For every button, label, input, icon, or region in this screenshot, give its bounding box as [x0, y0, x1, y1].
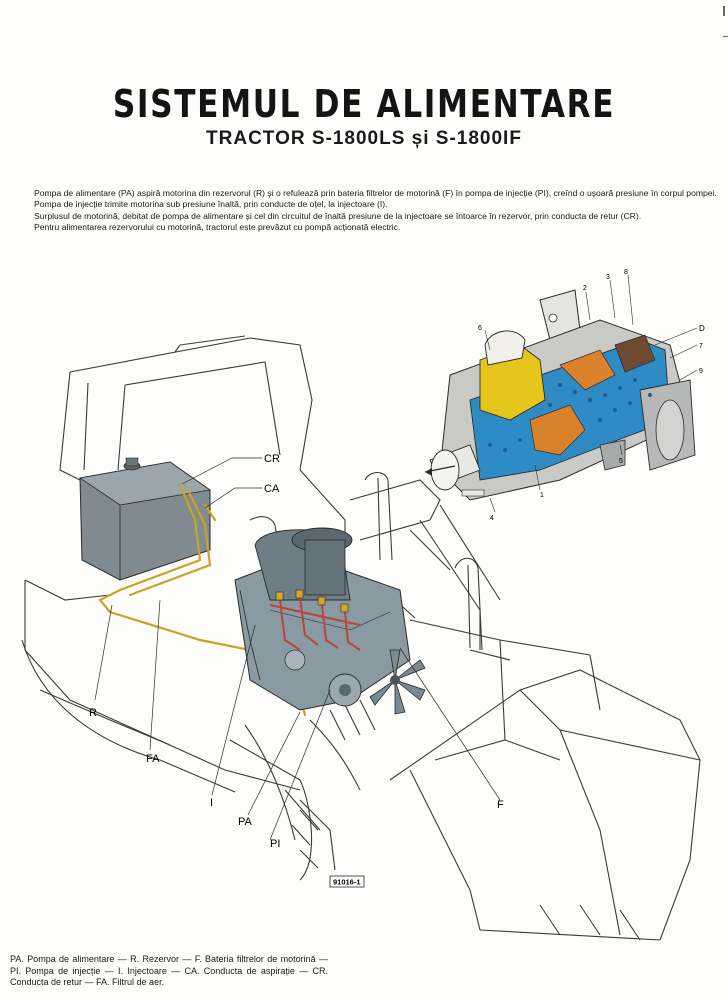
pump-label-9: 9	[699, 368, 703, 375]
intro-text: Pompa de alimentare (PA) aspiră motorina…	[6, 188, 720, 234]
figure-code: 91016-1	[333, 878, 361, 887]
intro-paragraph: Pompa de alimentare (PA) aspiră motorina…	[34, 188, 717, 198]
pump-label-6: 6	[478, 325, 482, 332]
legend-caption: PA. Pompa de alimentare — R. Rezervor — …	[10, 954, 328, 987]
pump-label-4: 4	[490, 515, 494, 522]
pump-label-7: 7	[699, 343, 703, 350]
intro-paragraph: Pompa de injecție trimite motorina sub p…	[34, 199, 388, 210]
label-f: F	[497, 799, 504, 811]
pump-label-2: 2	[583, 285, 587, 292]
tractor-leader-lines	[94, 457, 501, 841]
pump-label-d: D	[699, 324, 705, 333]
fuel-system-illustration: CR CA R FA I PA PI F 6 2 3 8 D 7 9 5 1 4…	[21, 269, 705, 941]
tractor-outline	[21, 335, 701, 941]
pump-label-8: 8	[624, 269, 628, 276]
edge-tick-top	[723, 6, 725, 16]
page-title: SISTEMUL DE ALIMENTARE	[112, 82, 616, 126]
page-subtitle: TRACTOR S-1800LS și S-1800IF	[206, 128, 522, 149]
label-cr: CR	[264, 453, 280, 465]
label-ca: CA	[264, 483, 280, 495]
label-pi: PI	[270, 838, 280, 850]
label-fa: FA	[146, 753, 160, 765]
label-r: R	[89, 707, 97, 719]
pump-label-5: 5	[619, 458, 623, 465]
label-i: I	[210, 797, 213, 809]
pump-cutaway	[424, 274, 698, 513]
label-pa: PA	[238, 816, 253, 828]
figure-code-box	[329, 875, 365, 888]
engine-block	[234, 527, 426, 715]
intro-paragraph: Pentru alimentarea rezervorului cu motor…	[34, 222, 401, 233]
edge-tick-middle	[723, 36, 728, 37]
fuel-tank	[78, 457, 212, 581]
pump-label-3: 3	[606, 274, 610, 281]
pump-label-1: 1	[540, 492, 544, 499]
intro-paragraph: Surplusul de motorină, debitat de pompa …	[34, 210, 642, 221]
